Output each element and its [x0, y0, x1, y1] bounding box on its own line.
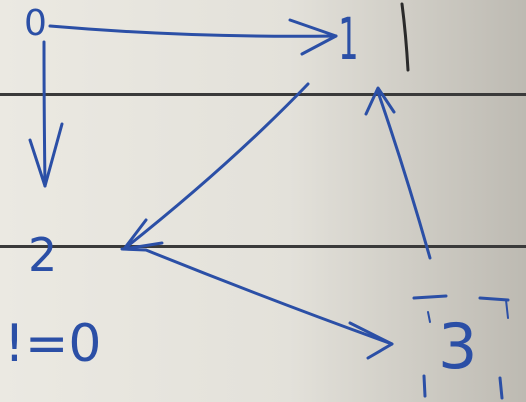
ruled-line-top [0, 93, 526, 96]
edge-0-to-1 [48, 18, 338, 56]
note-text: !=0 [4, 314, 102, 374]
edge-1-to-2 [122, 82, 310, 251]
edge-2-to-3 [120, 247, 394, 360]
node-0-label: 0 [24, 3, 47, 44]
ruled-line-bottom [0, 245, 526, 248]
edge-3-to-1 [364, 86, 432, 260]
node-1-label: 1 [338, 5, 359, 73]
node-3-brackets [412, 294, 510, 400]
edge-0-to-2 [28, 40, 64, 188]
node-2-label: 2 [28, 228, 58, 282]
node-3-label: 3 [438, 310, 478, 383]
pencil-mark [400, 2, 410, 72]
